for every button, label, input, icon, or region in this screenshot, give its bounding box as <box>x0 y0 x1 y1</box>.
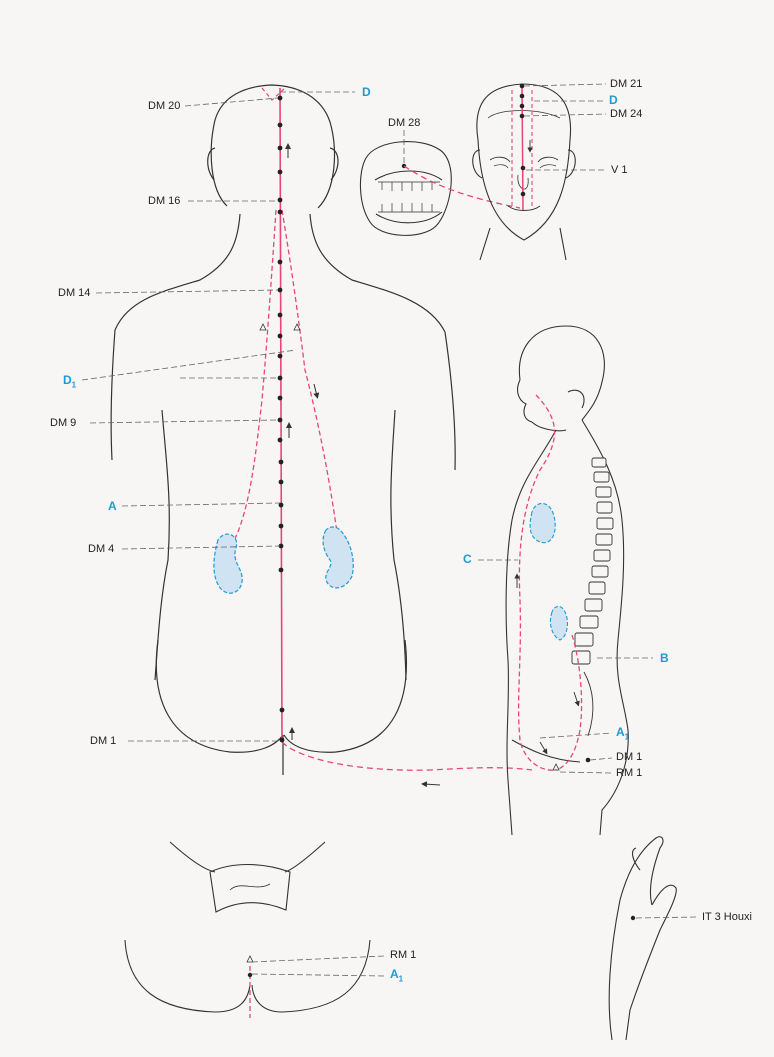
label-a1-bottom: A1 <box>390 968 403 985</box>
label-dm9: DM 9 <box>50 417 76 429</box>
label-rm1-bottom: RM 1 <box>390 949 416 961</box>
hand-figure <box>609 837 676 1040</box>
sacral-figure <box>125 842 370 1012</box>
mouth-figure <box>360 142 451 236</box>
label-a1-side: A1 <box>616 726 629 743</box>
label-d-face: D <box>609 94 618 106</box>
side-meridian-path <box>517 395 590 770</box>
leader-lines <box>82 84 698 976</box>
label-dm16: DM 16 <box>148 195 180 207</box>
side-spine <box>572 458 613 736</box>
label-v1: V 1 <box>611 164 628 176</box>
label-dm21: DM 21 <box>610 78 642 90</box>
label-dm1-side: DM 1 <box>616 751 642 763</box>
label-rm1-side: RM 1 <box>616 767 642 779</box>
face-governor-meridian <box>512 84 532 210</box>
label-dm20: DM 20 <box>148 100 180 112</box>
label-a: A <box>108 500 117 512</box>
label-dm4: DM 4 <box>88 543 114 555</box>
label-c: C <box>463 553 472 565</box>
label-it3-houxi: IT 3 Houxi <box>702 911 752 923</box>
label-d1: D1 <box>63 374 76 391</box>
label-d-top: D <box>362 86 371 98</box>
side-figure <box>506 326 628 835</box>
label-dm28: DM 28 <box>388 117 420 129</box>
back-kidneys <box>214 527 353 593</box>
face-figure <box>473 84 576 260</box>
label-b: B <box>660 652 669 664</box>
side-organs <box>530 503 567 640</box>
label-dm1-back: DM 1 <box>90 735 116 747</box>
label-dm24: DM 24 <box>610 108 642 120</box>
label-dm14: DM 14 <box>58 287 90 299</box>
back-figure <box>111 85 455 775</box>
